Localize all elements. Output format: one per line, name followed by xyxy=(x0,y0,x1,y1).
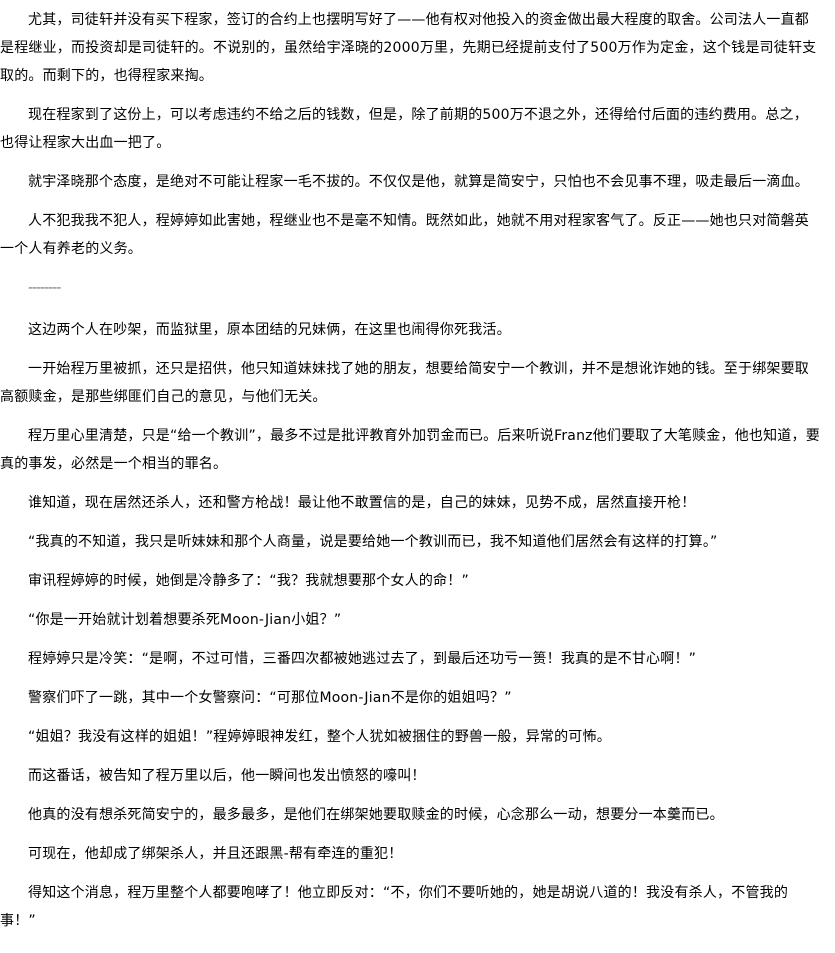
paragraph: 这边两个人在吵架，而监狱里，原本团结的兄妹俩，在这里也闹得你死我活。 xyxy=(28,322,511,338)
paragraph: 谁知道，现在居然还杀人，还和警方枪战！最让他不敢置信的是，自己的妹妹，见势不成，… xyxy=(28,495,696,511)
paragraph: 现在程家到了这份上，可以考虑违约不给之后的钱数，但是，除了前期的500万不退之外… xyxy=(0,107,808,151)
paragraph: 警察们吓了一跳，其中一个女警察问：“可那位Moon-Jian不是你的姐姐吗？” xyxy=(28,690,512,706)
paragraph: 审讯程婷婷的时候，她倒是冷静多了：“我？我就想要那个女人的命！” xyxy=(28,573,469,589)
paragraph: 人不犯我我不犯人，程婷婷如此害她，程继业也不是毫不知情。既然如此，她就不用对程家… xyxy=(0,213,809,257)
paragraph: 而这番话，被告知了程万里以后，他一瞬间也发出愤怒的嚎叫！ xyxy=(28,768,426,784)
paragraph: “你是一开始就计划着想要杀死Moon-Jian小姐？” xyxy=(28,612,342,628)
article-body: 尤其，司徒轩并没有买下程家，签订的合约上也摆明写好了——他有权对他投入的资金做出… xyxy=(0,12,820,929)
paragraph: 可现在，他却成了绑架杀人，并且还跟黑-帮有牵连的重犯！ xyxy=(28,846,403,862)
paragraph: “我真的不知道，我只是听妹妹和那个人商量，说是要给她一个教训而已，我不知道他们居… xyxy=(28,534,718,550)
paragraph: 一开始程万里被抓，还只是招供，他只知道妹妹找了她的朋友，想要给简安宁一个教训，并… xyxy=(0,361,809,405)
section-separator: -------- xyxy=(28,280,61,296)
paragraph: 程万里心里清楚，只是“给一个教训”，最多不过是批评教育外加罚金而已。后来听说Fr… xyxy=(0,428,820,472)
paragraph: “姐姐？我没有这样的姐姐！”程婷婷眼神发红，整个人犹如被捆住的野兽一般，异常的可… xyxy=(28,729,611,745)
paragraph: 他真的没有想杀死简安宁的，最多最多，是他们在绑架她要取赎金的时候，心念那么一动，… xyxy=(28,807,724,823)
paragraph: 程婷婷只是冷笑：“是啊，不过可惜，三番四次都被她逃过去了，到最后还功亏一篑！我真… xyxy=(28,651,697,667)
paragraph: 尤其，司徒轩并没有买下程家，签订的合约上也摆明写好了——他有权对他投入的资金做出… xyxy=(0,12,817,84)
paragraph: 就宇泽晓那个态度，是绝对不可能让程家一毛不拔的。不仅仅是他，就算是简安宁，只怕也… xyxy=(28,174,809,190)
paragraph: 得知这个消息，程万里整个人都要咆哮了！他立即反对：“不，你们不要听她的，她是胡说… xyxy=(0,885,789,929)
